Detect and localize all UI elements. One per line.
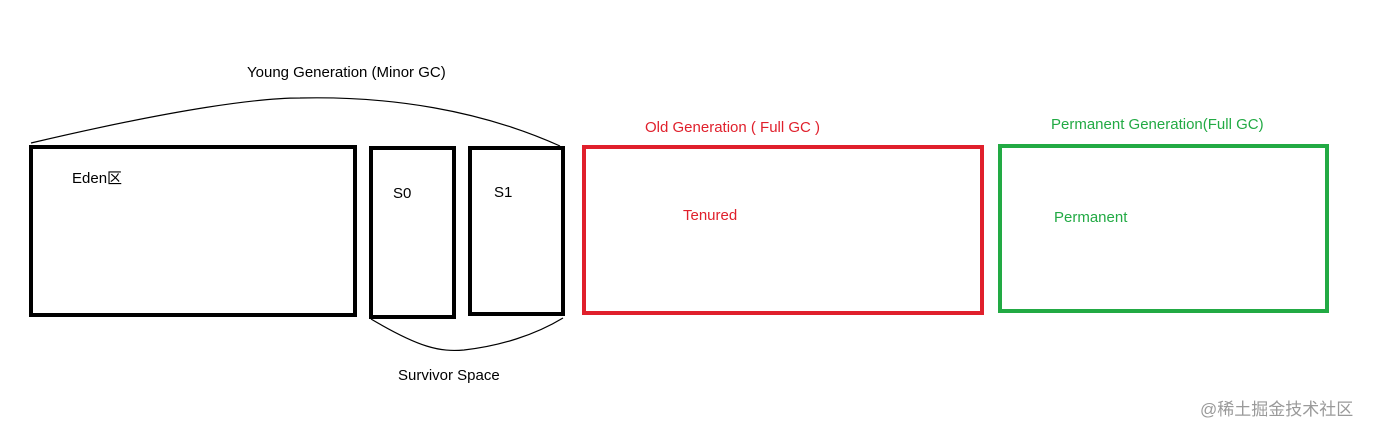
old-generation-region xyxy=(582,145,984,315)
survivor-s0-region xyxy=(369,146,456,319)
permanent-generation-region xyxy=(998,144,1329,313)
eden-label: Eden区 xyxy=(72,170,123,187)
old-generation-title: Old Generation ( Full GC ) xyxy=(645,119,821,136)
permanent-generation-title: Permanent Generation(Full GC) xyxy=(1051,116,1264,133)
survivor-s1-region xyxy=(468,146,565,316)
s0-label: S0 xyxy=(393,185,412,202)
young-generation-brace xyxy=(30,97,561,147)
survivor-space-brace xyxy=(370,317,564,351)
young-generation-title: Young Generation (Minor GC) xyxy=(247,64,446,81)
eden-region xyxy=(29,145,357,317)
s1-label: S1 xyxy=(494,184,513,201)
survivor-space-title: Survivor Space xyxy=(398,367,500,384)
permanent-label: Permanent xyxy=(1054,209,1128,226)
tenured-label: Tenured xyxy=(683,207,738,224)
watermark: @稀土掘金技术社区 xyxy=(1200,400,1354,419)
